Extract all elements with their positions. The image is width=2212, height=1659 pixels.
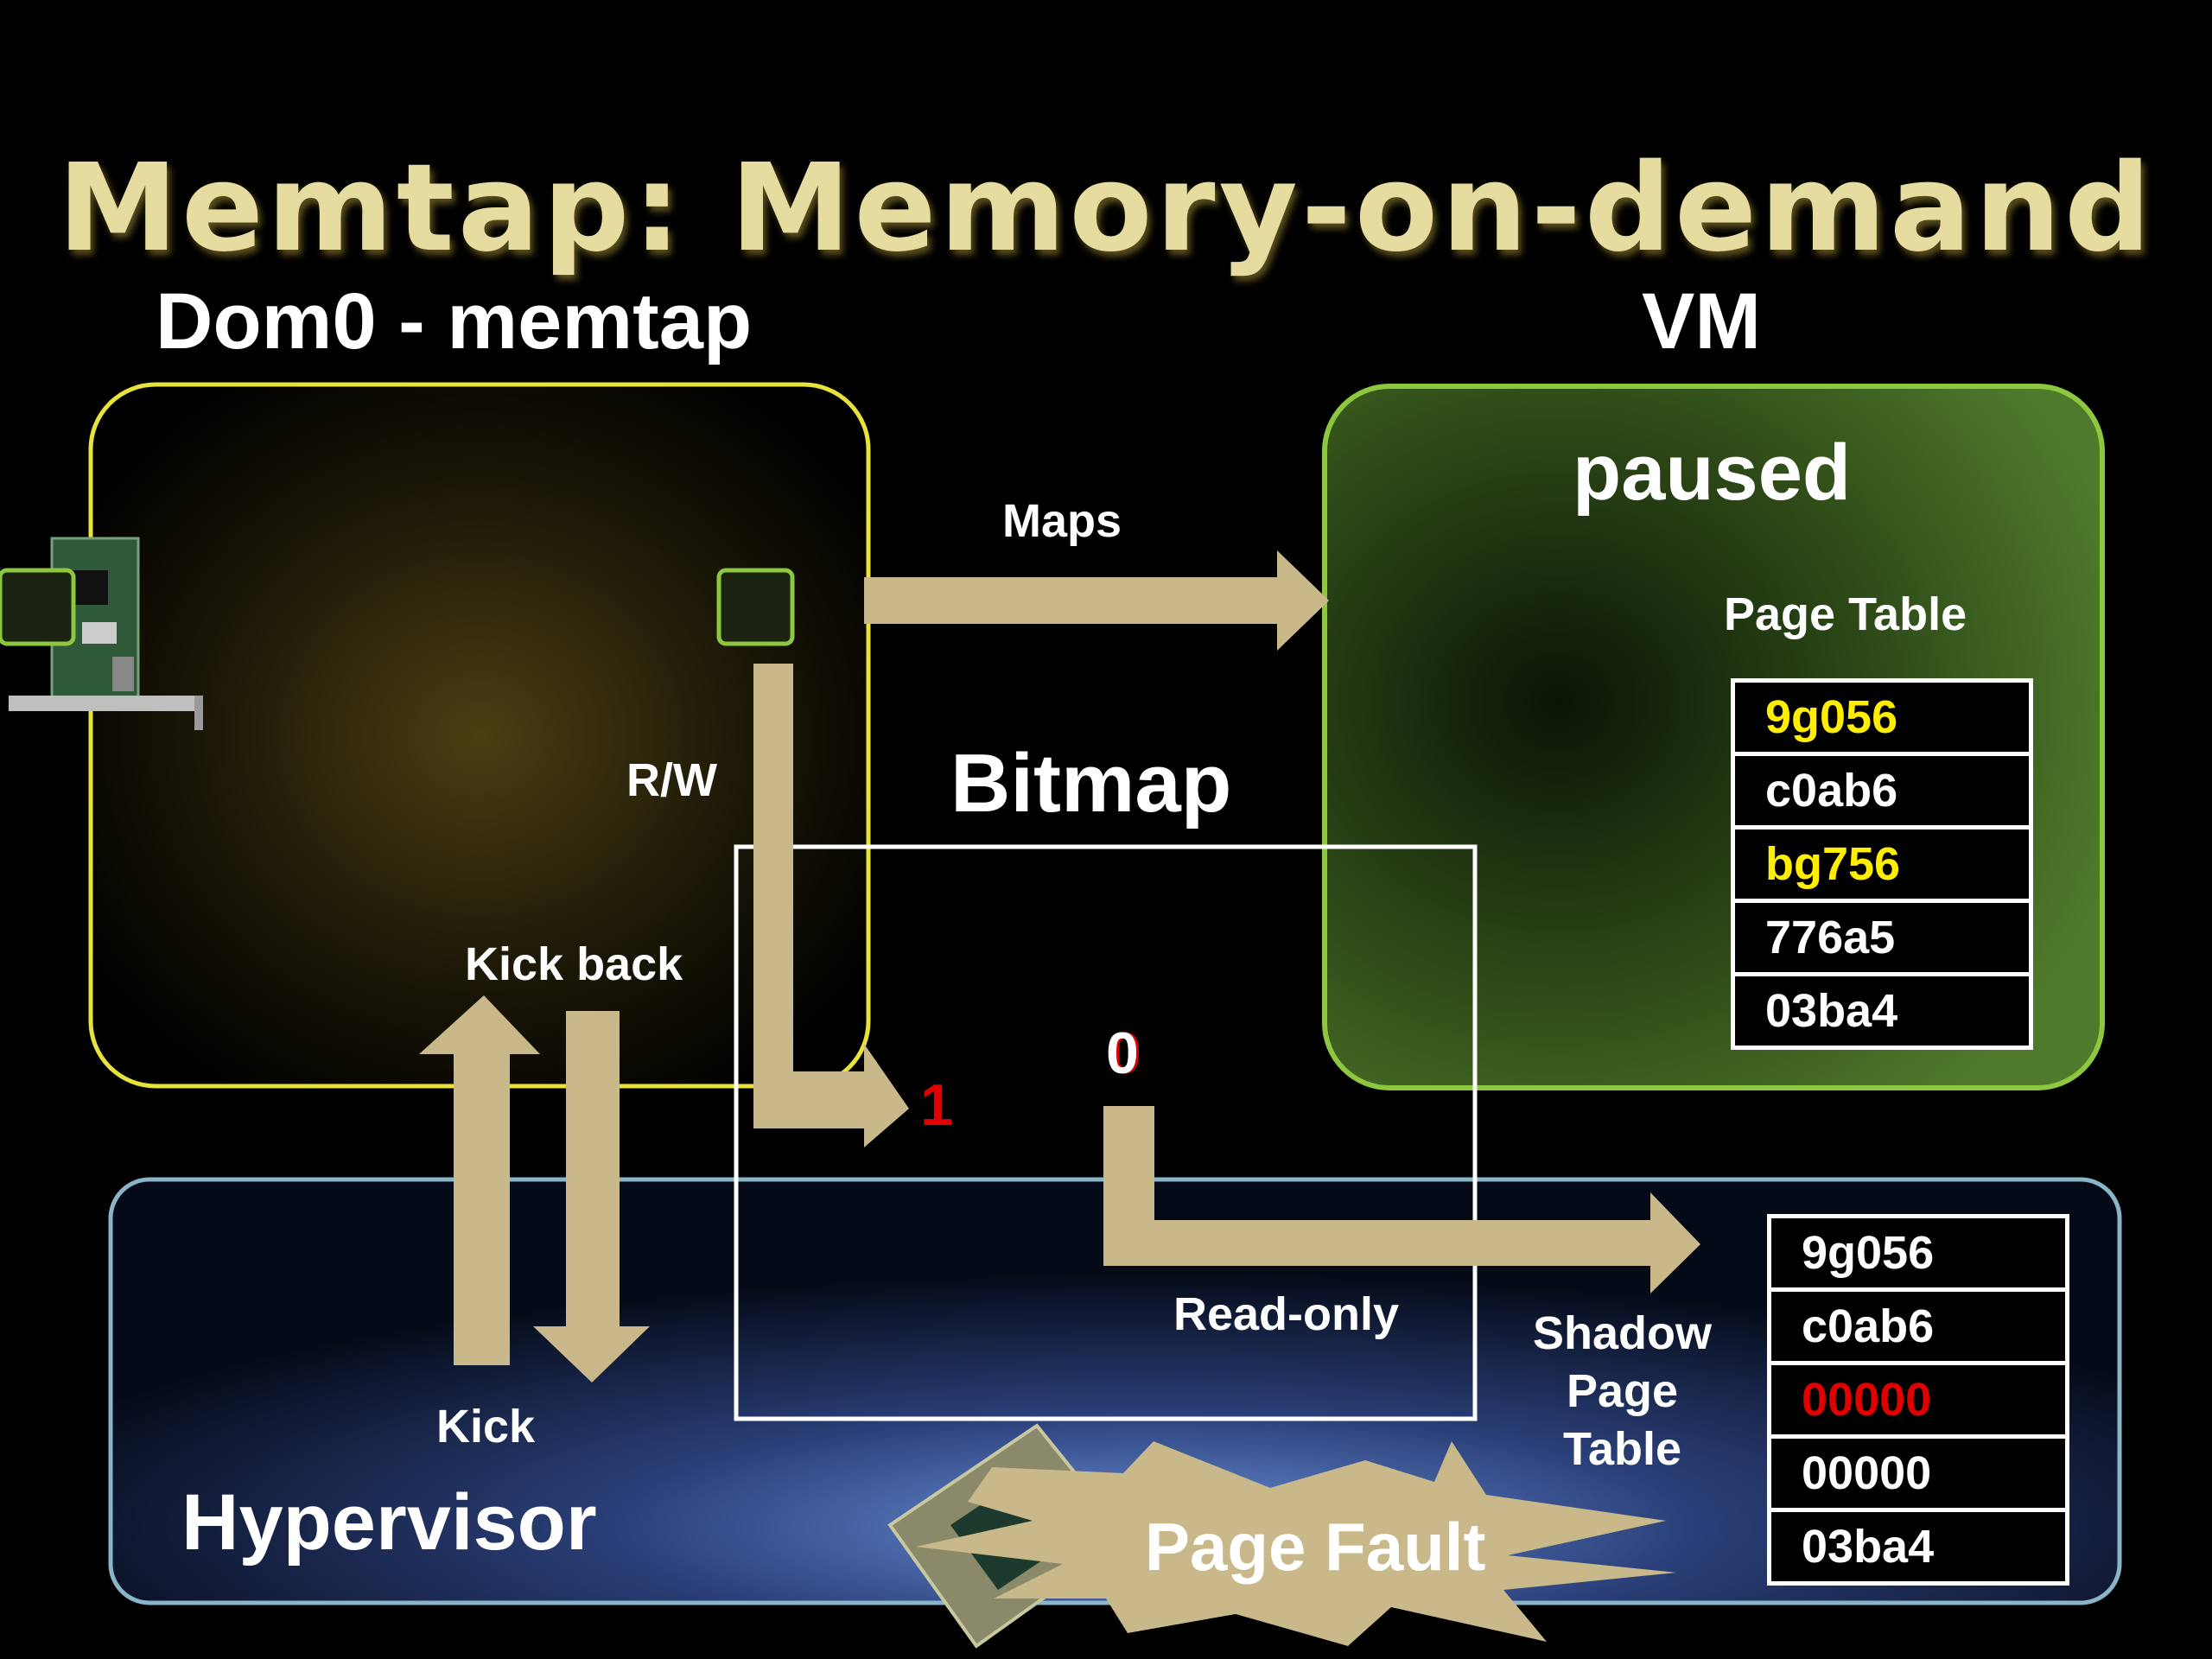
maps-arrow xyxy=(864,550,1329,651)
kick-back-label: Kick back xyxy=(465,938,683,990)
page-table-label: Page Table xyxy=(1724,588,1967,640)
bitmap-bit-one: 1 xyxy=(920,1072,953,1138)
nic-page-square xyxy=(0,568,76,646)
kick-back-arrow xyxy=(419,995,540,1365)
hypervisor-label: Hypervisor xyxy=(181,1478,597,1567)
page-fault-label: Page Fault xyxy=(1145,1509,1486,1585)
page-table: 9g056 c0ab6 bg756 776a5 03ba4 xyxy=(1731,678,2033,1050)
page-table-row: 03ba4 xyxy=(1765,985,1898,1037)
shadow-label-line2: Page xyxy=(1566,1365,1679,1417)
dom0-label: Dom0 - memtap xyxy=(156,277,753,365)
maps-label: Maps xyxy=(1002,495,1122,547)
shadow-page-table-label: Shadow Page Table xyxy=(1508,1305,1737,1478)
bitmap-box xyxy=(734,844,1478,1421)
shadow-label-line1: Shadow xyxy=(1532,1307,1712,1359)
shadow-table-row: 9g056 xyxy=(1771,1218,2065,1292)
vm-label: VM xyxy=(1642,277,1761,365)
read-only-label: Read-only xyxy=(1173,1288,1400,1340)
shadow-label-line3: Table xyxy=(1562,1423,1682,1475)
page-table-row: 9g056 xyxy=(1735,683,2029,756)
rw-label: R/W xyxy=(626,754,717,806)
page-table-row: 776a5 xyxy=(1735,903,2029,976)
bitmap-bit-zero: 0 xyxy=(1106,1020,1139,1086)
paused-label: paused xyxy=(1573,429,1852,517)
shadow-table-row: 03ba4 xyxy=(1802,1521,1935,1573)
shadow-table-row: c0ab6 xyxy=(1771,1292,2065,1365)
bitmap-label: Bitmap xyxy=(950,737,1232,830)
rw-arrow xyxy=(753,664,909,1147)
shadow-table-row: 00000 xyxy=(1771,1439,2065,1512)
page-table-row: bg756 xyxy=(1735,830,2029,903)
page-fault-burst xyxy=(916,1441,1676,1646)
shadow-table-row: 00000 xyxy=(1771,1365,2065,1439)
memory-page-square xyxy=(716,568,795,646)
read-only-arrow xyxy=(1103,1106,1700,1294)
slide-title: Memtap: Memory-on-demand xyxy=(57,138,2155,279)
shadow-page-table: 9g056 c0ab6 00000 00000 03ba4 xyxy=(1767,1214,2069,1586)
kick-arrow xyxy=(533,1011,650,1382)
page-table-row: c0ab6 xyxy=(1735,756,2029,830)
kick-label: Kick xyxy=(436,1401,536,1452)
